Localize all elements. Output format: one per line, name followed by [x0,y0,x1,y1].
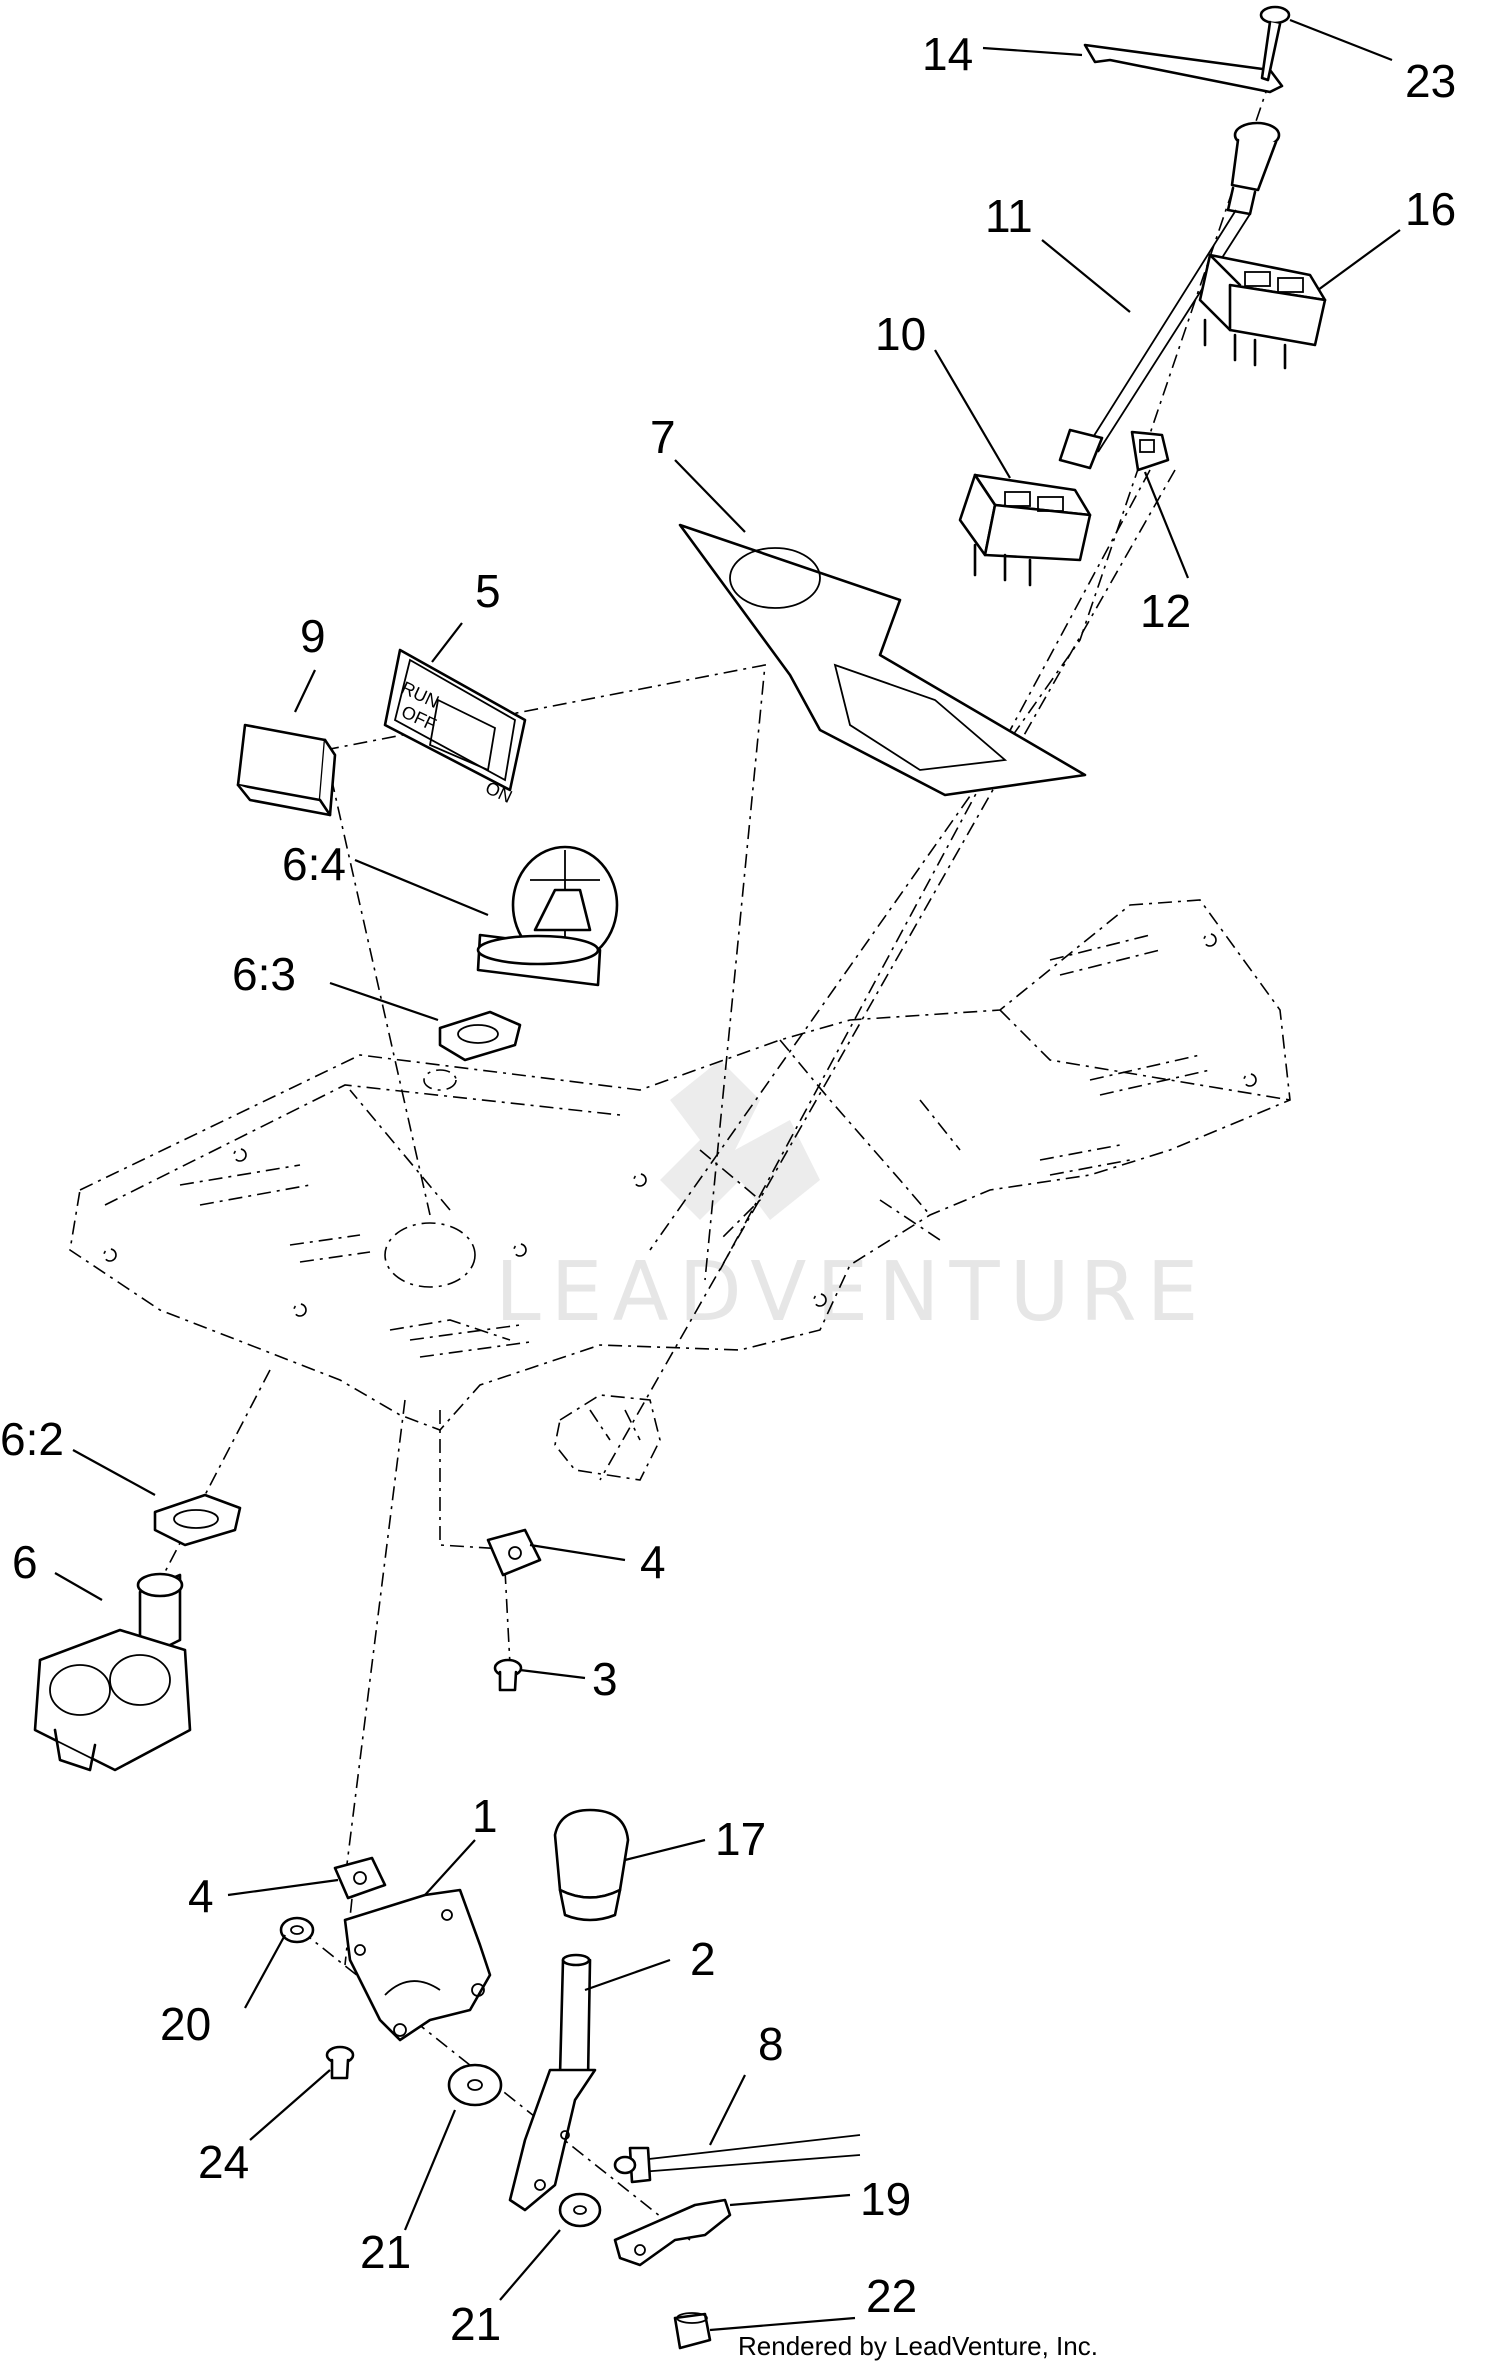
part-4-clip-nut-lower [333,1856,387,1900]
callout-9: 9 [300,610,326,662]
callout-1: 1 [472,1790,498,1842]
callout-3: 3 [592,1653,618,1705]
callout-labels: 14 23 11 16 10 7 12 9 5 6:4 6:3 6:2 6 4 … [0,28,1456,2350]
callout-21-lower: 21 [450,2298,501,2350]
part-20-spacer [279,1916,315,1944]
watermark-text: LEADVENTURE [495,1245,1208,1340]
relay-block [554,1394,661,1481]
callout-23: 23 [1405,55,1456,107]
callout-6-4: 6:4 [282,838,346,890]
callout-7: 7 [650,411,676,463]
part-7-decal-panel [678,523,1087,797]
part-4-clip-nut-upper [486,1528,542,1577]
part-16-switch [1198,253,1327,370]
part-8-cable [613,2134,861,2184]
callout-21-upper: 21 [360,2226,411,2278]
callout-2: 2 [690,1933,716,1985]
part-21-washer-lower [558,2192,602,2228]
callout-11: 11 [985,190,1033,242]
part-6-2-nut [153,1493,242,1547]
part-24-bolt [325,2045,355,2080]
part-3-screw [493,1658,523,1692]
callout-8: 8 [758,2018,784,2070]
credit-text: Rendered by LeadVenture, Inc. [738,2331,1098,2361]
callout-14: 14 [922,28,973,80]
callout-4-lower: 4 [188,1870,214,1922]
callout-6: 6 [12,1536,38,1588]
leader-lines [54,18,1401,2332]
callout-22: 22 [866,2270,917,2322]
callout-24: 24 [198,2136,249,2188]
callout-19: 19 [860,2173,911,2225]
part-6-switch-body [33,1572,192,1772]
part-12-plug [1130,430,1170,472]
callout-16: 16 [1405,183,1456,235]
part-19-link [613,2198,732,2267]
callout-6-2: 6:2 [0,1413,64,1465]
part-2-shift-lever [508,1953,597,2212]
part-6-3-nut [438,1010,522,1062]
part-17-knob [553,1808,630,1922]
callout-20: 20 [160,1998,211,2050]
part-14-cover [1083,43,1284,94]
part-22-bolt [673,2312,712,2350]
part-10-switch [958,473,1092,587]
callout-6-3: 6:3 [232,948,296,1000]
part-5-bezel: RUN OFF ON [383,648,527,807]
callout-17: 17 [715,1813,766,1865]
callout-12: 12 [1140,585,1191,637]
callout-10: 10 [875,308,926,360]
part-6-4-knob [476,845,619,987]
callout-5: 5 [475,565,501,617]
part-21-washer-upper [447,2063,503,2107]
callout-4-upper: 4 [640,1536,666,1588]
frame-plate [69,899,1291,1431]
part-11-indicator-lamp [1058,121,1281,470]
watermark: LEADVENTURE [495,1060,1208,1340]
leadventure-logo-icon [660,1060,820,1220]
part-23-screw [1259,5,1291,82]
part-9-plug [236,723,337,817]
part-1-bracket [343,1888,492,2042]
